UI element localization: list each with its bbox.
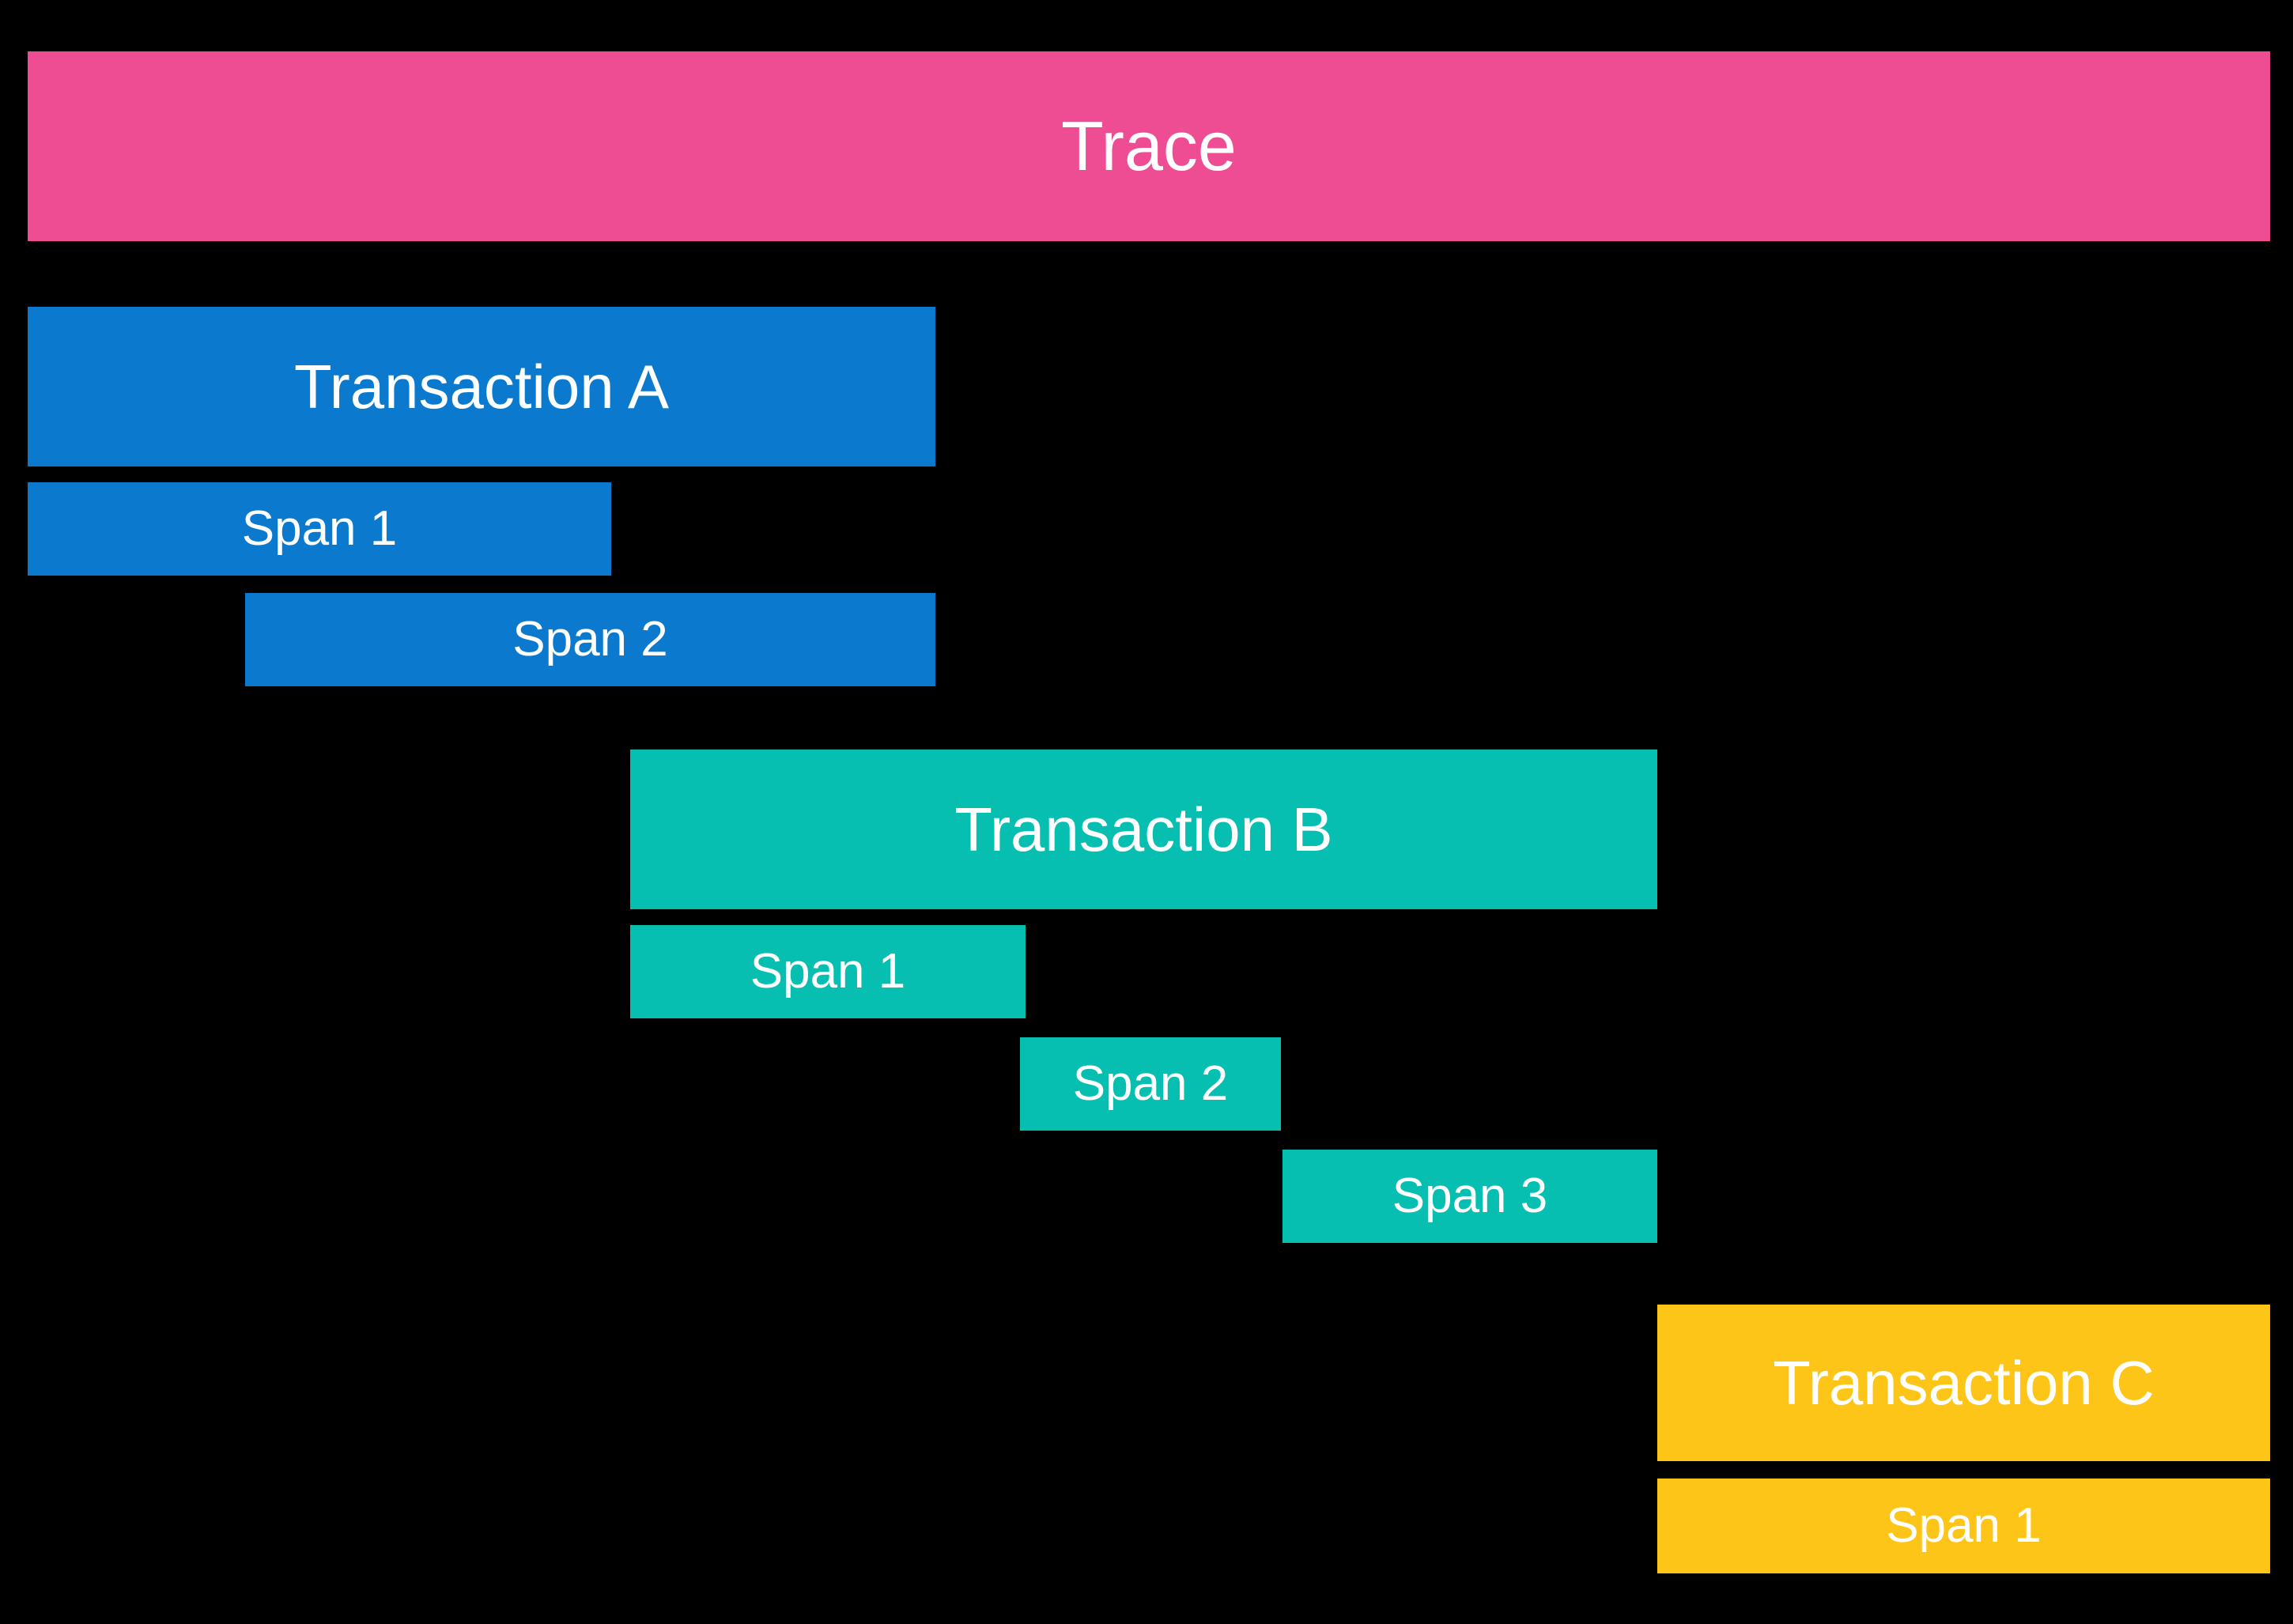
transaction-b-span-1-label: Span 1 xyxy=(750,944,906,999)
transaction-c-label: Transaction C xyxy=(1773,1348,2155,1418)
bar-transaction-b-span-2[interactable]: Span 2 xyxy=(1020,1037,1281,1131)
bar-transaction-b[interactable]: Transaction B xyxy=(630,750,1657,909)
transaction-a-span-1-label: Span 1 xyxy=(241,501,398,556)
transaction-a-label: Transaction A xyxy=(293,352,670,421)
bar-transaction-a-span-2[interactable]: Span 2 xyxy=(245,593,935,686)
trace-label: Trace xyxy=(1061,107,1237,185)
bar-transaction-c[interactable]: Transaction C xyxy=(1657,1305,2270,1461)
transaction-c-span-1-label: Span 1 xyxy=(1886,1498,2042,1553)
bar-trace[interactable]: Trace xyxy=(28,51,2270,241)
transaction-a-span-2-label: Span 2 xyxy=(512,612,668,667)
transaction-b-span-3-label: Span 3 xyxy=(1392,1169,1548,1223)
bar-transaction-a[interactable]: Transaction A xyxy=(28,307,935,466)
bar-transaction-b-span-1[interactable]: Span 1 xyxy=(630,925,1026,1018)
bar-transaction-b-span-3[interactable]: Span 3 xyxy=(1282,1150,1657,1243)
transaction-b-label: Transaction B xyxy=(954,795,1333,864)
transaction-b-span-2-label: Span 2 xyxy=(1072,1056,1229,1111)
bar-transaction-a-span-1[interactable]: Span 1 xyxy=(28,482,611,576)
bar-transaction-c-span-1[interactable]: Span 1 xyxy=(1657,1479,2270,1573)
